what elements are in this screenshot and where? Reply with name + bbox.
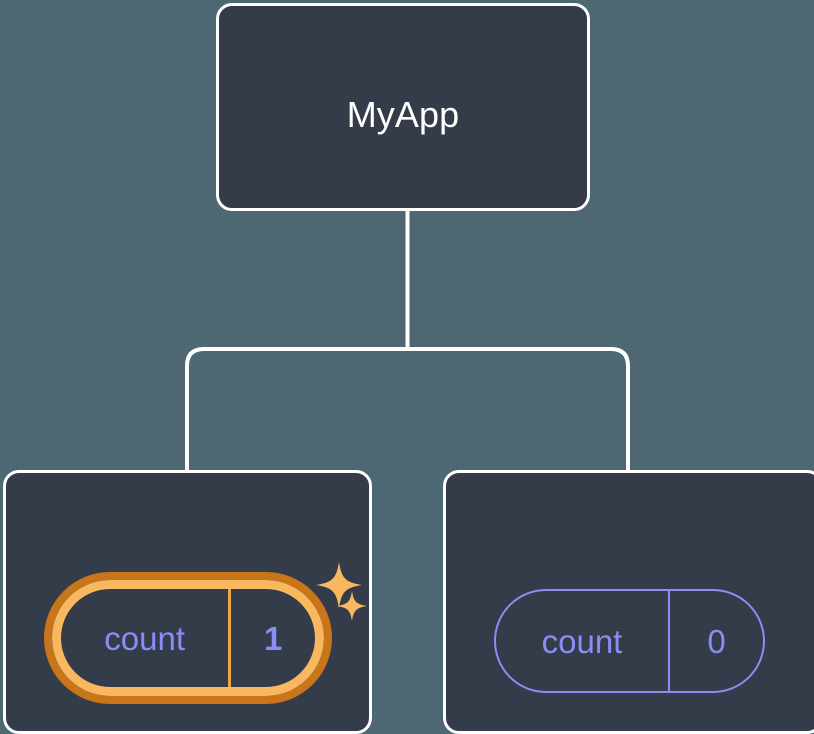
node-myapp[interactable]: MyApp <box>216 3 590 211</box>
state-pill-highlighted[interactable]: count 1 <box>44 572 332 704</box>
sparkle-icon <box>316 562 362 608</box>
state-value-label: 1 <box>228 589 315 687</box>
sparkle-icon <box>337 591 367 621</box>
state-pill[interactable]: count 0 <box>494 589 765 693</box>
state-key-label: count <box>541 622 623 660</box>
state-pill-inner-ring: count 1 <box>52 580 324 696</box>
node-title: MyApp <box>346 94 460 135</box>
state-value-label: 0 <box>668 591 763 691</box>
state-key-label: count <box>104 619 186 657</box>
connector-bracket <box>185 347 630 472</box>
